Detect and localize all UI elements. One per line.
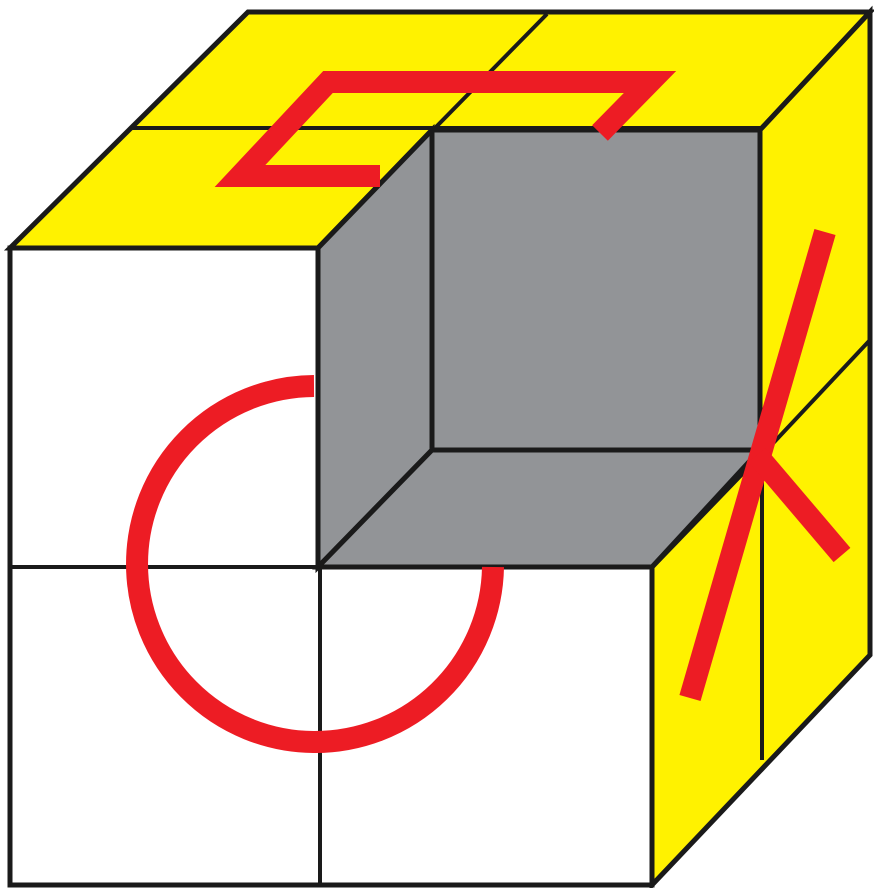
cavity-back-wall — [432, 130, 760, 450]
corner-cavity — [318, 130, 760, 567]
